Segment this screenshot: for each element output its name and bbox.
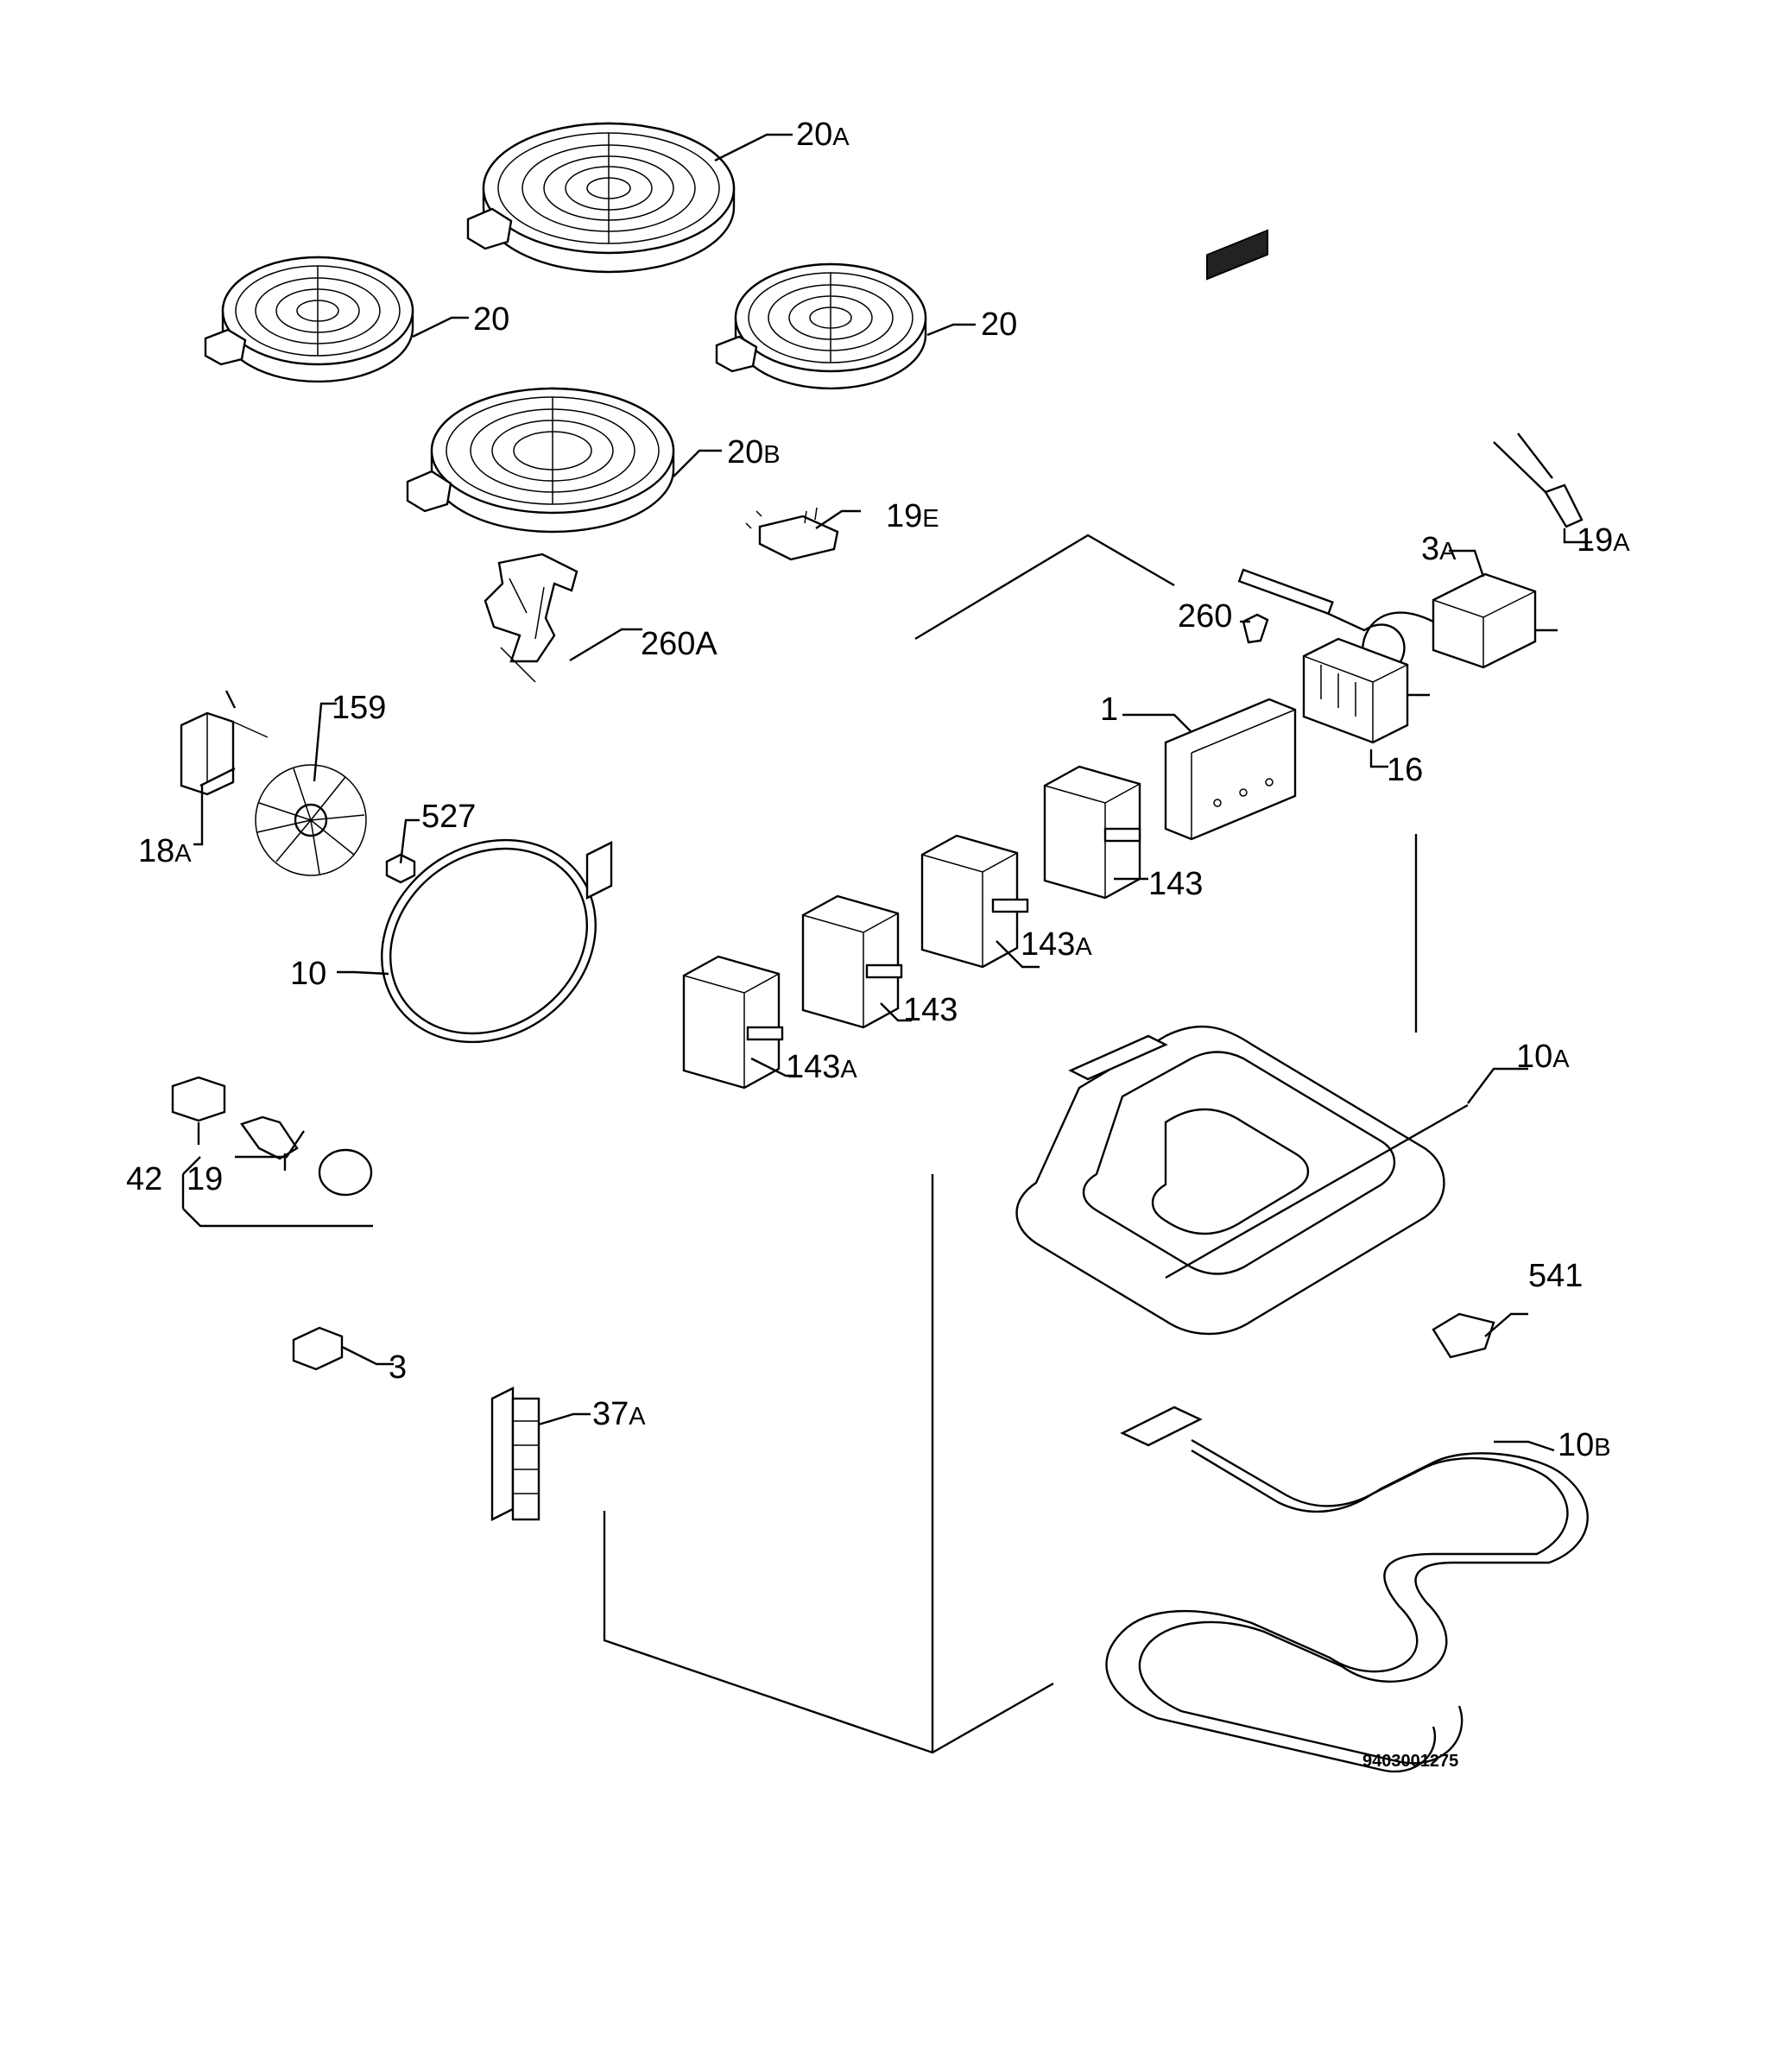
label-10: 10 [290,956,326,992]
label-10b: 10B [1558,1427,1611,1463]
cooker-outline [603,534,1418,1754]
fan-motor-18a [180,690,269,796]
grill-element-10a [1015,1025,1469,1336]
label-42: 42 [126,1161,162,1197]
hotplate-20-right [715,262,927,390]
clip-260 [1242,613,1269,644]
label-20a: 20A [796,117,850,153]
label-143-lower: 143 [903,992,958,1028]
label-18a: 18A [138,833,192,869]
label-37a: 37A [592,1396,646,1432]
selector-switch-16 [1302,637,1430,744]
switch-3 [292,1326,344,1371]
label-143-top: 143 [1148,866,1203,902]
hotplate-20-left [204,256,414,383]
label-3a: 3A [1421,531,1457,567]
label-20b: 20B [727,434,781,471]
sensor-19a [1493,433,1584,528]
label-3: 3 [389,1349,407,1386]
hotplate-20a [466,122,736,274]
round-element-10 [381,838,613,1044]
regulator-143a-upper [920,834,1029,969]
label-1: 1 [1100,692,1118,728]
terminal-block-37a [490,1387,540,1521]
label-143a-upper: 143A [1021,926,1092,963]
switch-19e [745,507,839,561]
regulator-143-top [1043,765,1141,900]
label-260: 260 [1178,598,1232,635]
label-16: 16 [1387,752,1423,788]
part-labels: 20A 20 20 20B 19E 19A 3A 260 260A 159 18… [126,117,1630,1771]
label-541: 541 [1528,1258,1583,1294]
label-19e: 19E [886,498,939,534]
label-527: 527 [421,799,476,835]
label-20-left: 20 [473,301,509,338]
leader-lines [181,133,1592,1452]
label-159: 159 [332,690,386,726]
label-20-right: 20 [981,306,1017,343]
document-number: 9403001275 [1362,1752,1458,1771]
label-19: 19 [186,1161,223,1197]
lamp-assembly [171,1076,373,1197]
part-541 [1432,1312,1495,1359]
label-260a: 260A [641,626,717,662]
label-10a: 10A [1516,1039,1570,1075]
label-19a: 19A [1577,522,1630,559]
bottom-element-10b [1105,1406,1589,1772]
label-143a-lower: 143A [786,1049,857,1085]
hotplate-20b [406,387,675,534]
fan-blade-159 [255,764,367,876]
timer-display-1 [1164,229,1297,841]
regulator-143-lower [801,894,903,1029]
regulator-143a-lower [682,955,784,1090]
bracket-260a [484,553,578,683]
